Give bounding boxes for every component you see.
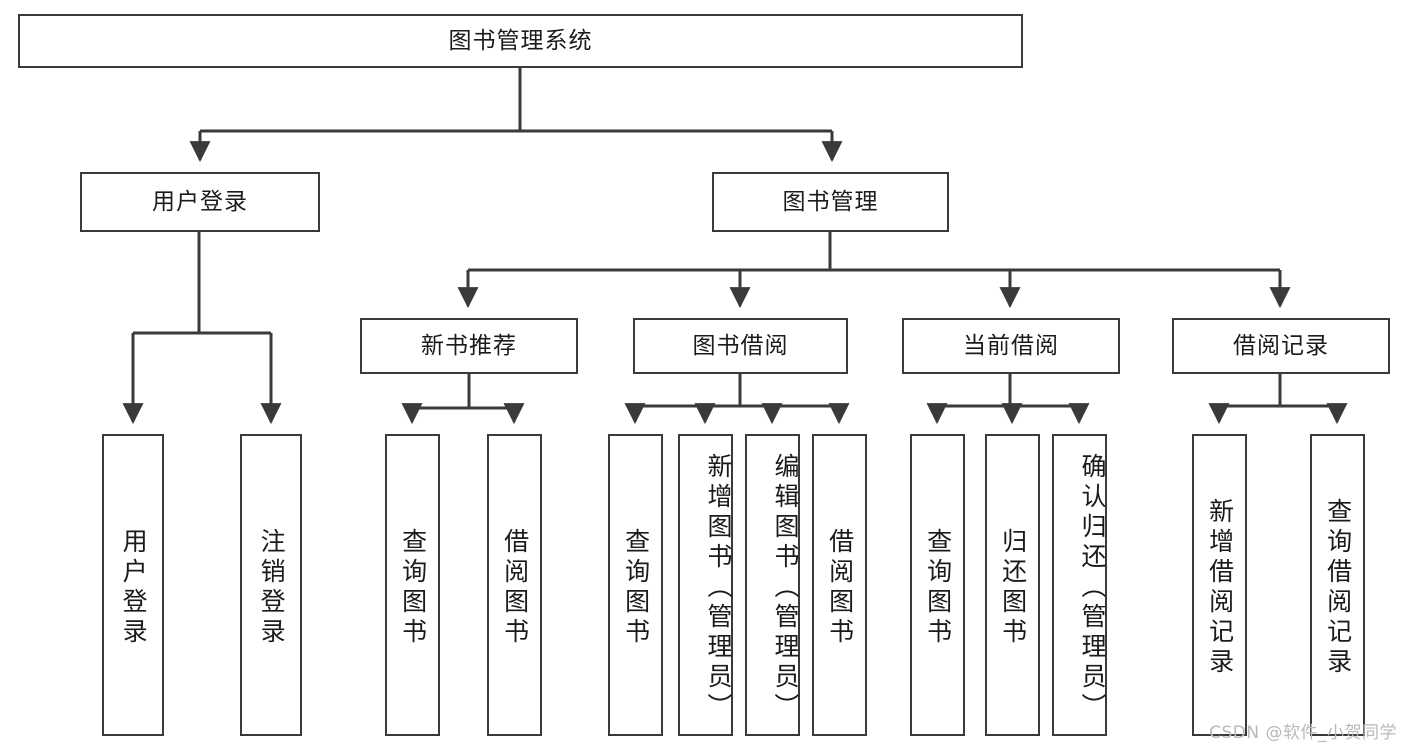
edge-userlogin-to-leaves — [122, 232, 282, 425]
edge-borrowrecord-to-leaves — [1208, 374, 1348, 425]
node-leaf-cb-confirm-label: 确认归还（管理员） — [1078, 453, 1107, 723]
edge-root-to-level2 — [189, 68, 843, 163]
edge-newbookrec-to-leaves — [401, 374, 525, 425]
node-new-book-rec-label: 新书推荐 — [421, 332, 517, 359]
node-leaf-bb-borrow[interactable]: 借阅图书 — [812, 434, 867, 736]
node-leaf-cb-query[interactable]: 查询图书 — [910, 434, 965, 736]
node-leaf-cb-return[interactable]: 归还图书 — [985, 434, 1040, 736]
watermark-text: CSDN @软件_小贺同学 — [1209, 723, 1397, 743]
node-leaf-bb-query-label: 查询图书 — [621, 528, 651, 648]
node-book-borrow[interactable]: 图书借阅 — [633, 318, 848, 374]
node-leaf-br-add-label: 新增借阅记录 — [1205, 498, 1235, 678]
node-borrow-record[interactable]: 借阅记录 — [1172, 318, 1390, 374]
node-leaf-user-login-label: 用户登录 — [119, 528, 149, 648]
node-current-borrow[interactable]: 当前借阅 — [902, 318, 1120, 374]
node-leaf-br-query[interactable]: 查询借阅记录 — [1310, 434, 1365, 736]
node-leaf-br-add[interactable]: 新增借阅记录 — [1192, 434, 1247, 736]
node-leaf-user-login[interactable]: 用户登录 — [102, 434, 164, 736]
edge-bookmanage-to-level3 — [457, 232, 1291, 309]
node-leaf-bb-edit[interactable]: 编辑图书（管理员） — [745, 434, 800, 736]
node-leaf-user-logout-label: 注销登录 — [257, 528, 287, 648]
node-leaf-br-query-label: 查询借阅记录 — [1323, 498, 1353, 678]
node-leaf-cb-confirm[interactable]: 确认归还（管理员） — [1052, 434, 1107, 736]
node-leaf-bb-edit-label: 编辑图书（管理员） — [771, 453, 800, 723]
node-current-borrow-label: 当前借阅 — [963, 332, 1059, 359]
node-leaf-bb-borrow-label: 借阅图书 — [825, 528, 855, 648]
node-leaf-bb-add-label: 新增图书（管理员） — [704, 453, 733, 723]
node-leaf-cb-return-label: 归还图书 — [998, 528, 1028, 648]
node-leaf-rec-query[interactable]: 查询图书 — [385, 434, 440, 736]
node-leaf-bb-add[interactable]: 新增图书（管理员） — [678, 434, 733, 736]
node-root[interactable]: 图书管理系统 — [18, 14, 1023, 68]
node-book-manage[interactable]: 图书管理 — [712, 172, 949, 232]
node-user-login[interactable]: 用户登录 — [80, 172, 320, 232]
node-book-manage-label: 图书管理 — [782, 188, 879, 215]
node-new-book-rec[interactable]: 新书推荐 — [360, 318, 578, 374]
node-leaf-user-logout[interactable]: 注销登录 — [240, 434, 302, 736]
node-borrow-record-label: 借阅记录 — [1233, 332, 1329, 359]
node-leaf-bb-query[interactable]: 查询图书 — [608, 434, 663, 736]
node-book-borrow-label: 图书借阅 — [692, 332, 789, 359]
edge-bookborrow-to-leaves — [624, 374, 850, 425]
node-leaf-rec-borrow-label: 借阅图书 — [500, 528, 530, 648]
node-leaf-cb-query-label: 查询图书 — [923, 528, 953, 648]
node-user-login-label: 用户登录 — [152, 188, 248, 215]
node-root-label: 图书管理系统 — [448, 27, 593, 54]
node-leaf-rec-query-label: 查询图书 — [398, 528, 428, 648]
edge-currentborrow-to-leaves — [926, 374, 1090, 425]
node-leaf-rec-borrow[interactable]: 借阅图书 — [487, 434, 542, 736]
